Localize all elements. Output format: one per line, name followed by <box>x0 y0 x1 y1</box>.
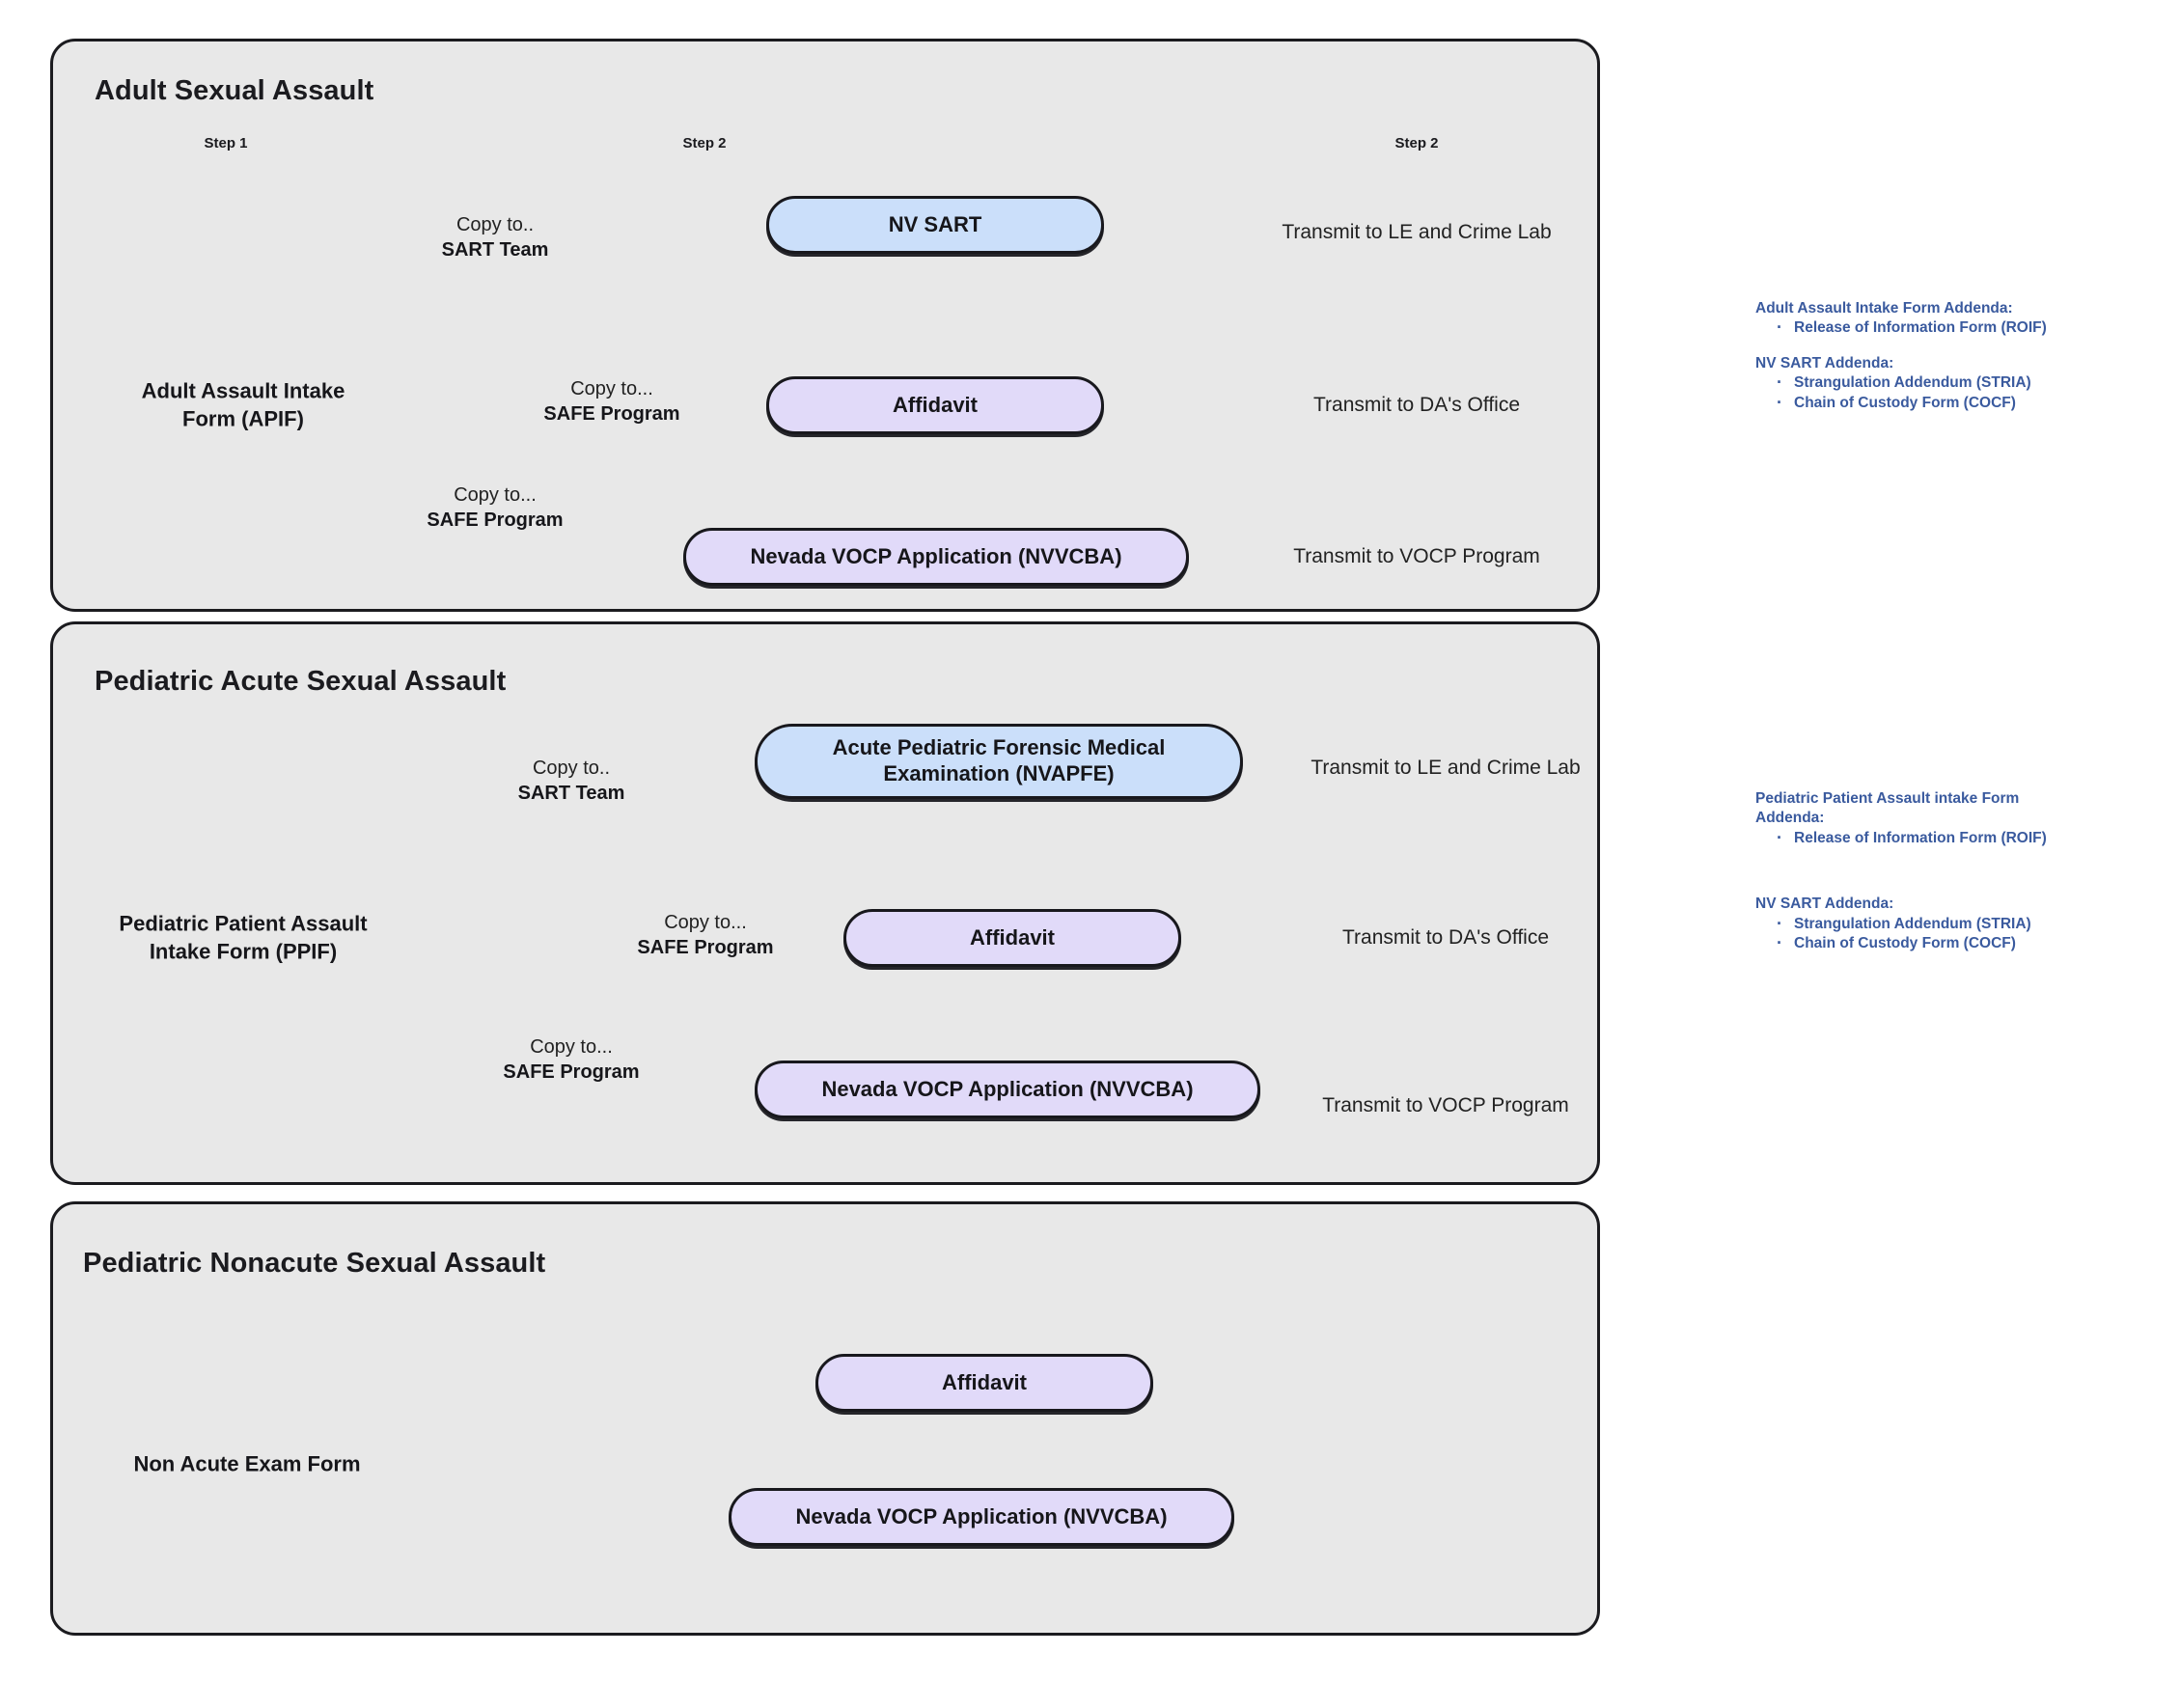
panel-title-pediatric-nonacute: Pediatric Nonacute Sexual Assault <box>83 1248 546 1279</box>
step-label-1-2: Step 2 <box>682 135 727 152</box>
annotation-list-item: Chain of Custody Form (COCF) <box>1773 392 2074 415</box>
step-label-1-1: Step 1 <box>204 135 248 152</box>
edge-caption-line1: Copy to... <box>454 484 537 506</box>
annotation-spacer <box>1755 339 2074 354</box>
annotation-list-1: Release of Information Form (ROIF) <box>1755 317 2074 340</box>
annotation-pediatric-addenda: Pediatric Patient Assault intake Form Ad… <box>1755 789 2074 956</box>
transmit-label-1-2: Transmit to DA's Office <box>1312 394 1521 416</box>
node-nv-sart[interactable]: NV SART <box>766 196 1104 254</box>
edge-caption-1-2: Copy to... SAFE Program <box>543 376 679 427</box>
edge-caption-line1: Copy to... <box>664 912 747 933</box>
annotation-list-1: Release of Information Form (ROIF) <box>1755 827 2074 850</box>
annotation-heading-2: NV SART Addenda: <box>1755 895 1894 913</box>
edge-caption-2-3: Copy to... SAFE Program <box>503 1034 639 1086</box>
panel-title-pediatric-acute: Pediatric Acute Sexual Assault <box>95 666 507 697</box>
edge-caption-line1: Copy to.. <box>532 758 611 779</box>
annotation-list-item: Release of Information Form (ROIF) <box>1773 827 2074 850</box>
node-affidavit-adult[interactable]: Affidavit <box>766 376 1104 434</box>
transmit-label-2-2: Transmit to DA's Office <box>1341 926 1550 949</box>
annotation-list-item: Strangulation Addendum (STRIA) <box>1773 913 2074 936</box>
annotation-list-2: Strangulation Addendum (STRIA) Chain of … <box>1755 372 2074 415</box>
annotation-spacer <box>1755 848 2074 895</box>
edge-caption-1-3: Copy to... SAFE Program <box>427 482 563 534</box>
node-nvvcba-nonacute[interactable]: Nevada VOCP Application (NVVCBA) <box>729 1488 1234 1546</box>
annotation-list-item: Chain of Custody Form (COCF) <box>1773 932 2074 955</box>
edge-caption-line2: SART Team <box>441 239 549 262</box>
annotation-heading-1: Pediatric Patient Assault intake Form Ad… <box>1755 790 2020 827</box>
edge-caption-line2: SART Team <box>517 783 625 805</box>
edge-caption-2-2: Copy to... SAFE Program <box>637 910 773 961</box>
node-affidavit-pediatric[interactable]: Affidavit <box>843 909 1181 967</box>
step-label-1-3: Step 2 <box>1394 135 1439 152</box>
node-nvapfe[interactable]: Acute Pediatric Forensic Medical Examina… <box>755 724 1243 799</box>
edge-caption-line1: Copy to... <box>570 378 653 399</box>
source-node-apif: Adult Assault Intake Form (APIF) <box>141 378 345 430</box>
edge-caption-line1: Copy to... <box>530 1036 613 1058</box>
annotation-adult-addenda: Adult Assault Intake Form Addenda: Relea… <box>1755 299 2074 415</box>
annotation-list-item: Strangulation Addendum (STRIA) <box>1773 372 2074 395</box>
panel-title-adult: Adult Sexual Assault <box>95 75 374 106</box>
source-node-ppif: Pediatric Patient Assault Intake Form (P… <box>119 911 368 963</box>
node-affidavit-nonacute[interactable]: Affidavit <box>815 1354 1153 1412</box>
edge-caption-1-1: Copy to.. SART Team <box>442 212 549 263</box>
node-nvvcba-pediatric[interactable]: Nevada VOCP Application (NVVCBA) <box>755 1061 1260 1118</box>
edge-caption-line1: Copy to.. <box>455 214 535 235</box>
annotation-list-item: Release of Information Form (ROIF) <box>1773 317 2074 340</box>
edge-caption-2-1: Copy to.. SART Team <box>518 756 625 807</box>
edge-caption-line2: SAFE Program <box>543 403 680 426</box>
transmit-label-1-1: Transmit to LE and Crime Lab <box>1282 221 1552 243</box>
node-nvvcba-adult[interactable]: Nevada VOCP Application (NVVCBA) <box>683 528 1189 586</box>
transmit-label-2-1: Transmit to LE and Crime Lab <box>1311 757 1581 779</box>
edge-caption-line2: SAFE Program <box>637 937 774 959</box>
transmit-label-1-3: Transmit to VOCP Program <box>1293 545 1540 567</box>
edge-caption-line2: SAFE Program <box>503 1061 640 1084</box>
annotation-list-2: Strangulation Addendum (STRIA) Chain of … <box>1755 913 2074 956</box>
source-node-non-acute-exam-form: Non Acute Exam Form <box>133 1451 361 1476</box>
panel-pediatric-nonacute-sexual-assault <box>50 1201 1600 1636</box>
edge-caption-line2: SAFE Program <box>427 510 564 532</box>
transmit-label-2-3: Transmit to VOCP Program <box>1322 1094 1569 1116</box>
annotation-heading-2: NV SART Addenda: <box>1755 354 1894 372</box>
panel-adult-sexual-assault <box>50 39 1600 612</box>
annotation-heading-1: Adult Assault Intake Form Addenda: <box>1755 300 2013 317</box>
